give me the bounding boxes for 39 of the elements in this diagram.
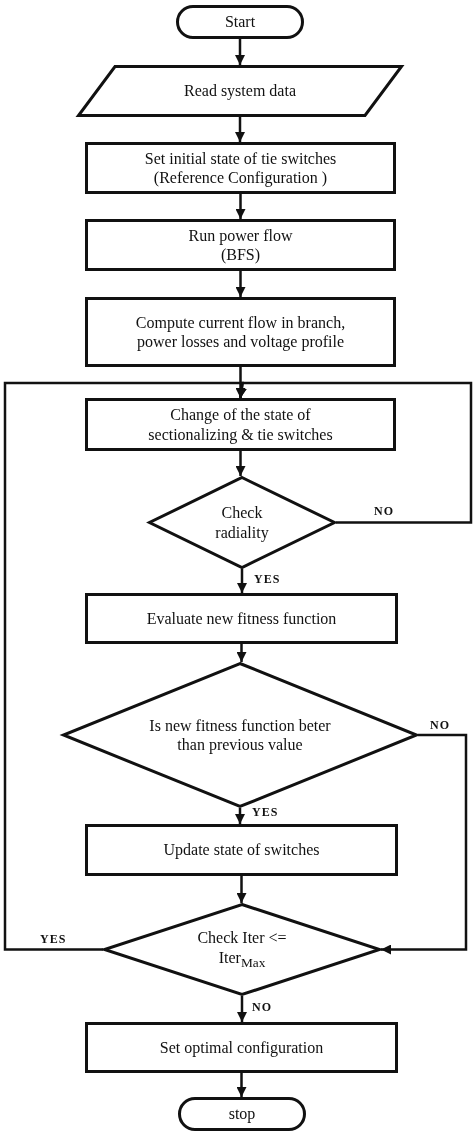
terminal-box [178, 1097, 306, 1131]
step-text: Update state of switches [162, 840, 321, 860]
step-text: Run power flow (BFS) [187, 225, 294, 265]
arrow [235, 117, 245, 142]
arrow [235, 271, 246, 297]
arrow [3, 381, 247, 951]
arrow [235, 39, 245, 65]
arrow [235, 451, 246, 476]
step-text: Start [223, 12, 257, 32]
process-box [85, 297, 396, 367]
process-box [85, 1022, 398, 1073]
decision-text: Check Iter <= Iter$_{Max}$ [196, 928, 288, 971]
process-box [85, 142, 396, 194]
arrow [235, 194, 246, 219]
arrow [237, 569, 247, 593]
process-box [85, 824, 398, 876]
decision-diamond [62, 662, 418, 808]
process-box [85, 398, 396, 451]
arrow [235, 808, 245, 824]
step-text: stop [227, 1104, 257, 1124]
input-parallelogram [77, 65, 403, 117]
step-text: Change of the state of sectionalizing & tie switches [147, 405, 334, 444]
terminal-box [176, 5, 304, 39]
arrow [381, 733, 468, 955]
step-text: Set initial state of tie switches (Reference Configuration ) [143, 148, 338, 188]
decision-diamond [148, 476, 336, 569]
process-box [85, 593, 398, 644]
step-text: Evaluate new fitness function [145, 608, 338, 629]
process-box [85, 219, 396, 271]
step-text: Compute current flow in branch, power losses and voltage profile [135, 312, 346, 352]
arrow [237, 996, 247, 1022]
decision-diamond [103, 903, 381, 996]
arrow [236, 644, 247, 662]
step-text: Read system data [183, 81, 297, 101]
decision-text: Is new fitness function beter than previous value [148, 715, 332, 755]
step-text: Set optimal configuration [158, 1037, 325, 1058]
arrow [236, 876, 247, 903]
decision-text: Check radiality [214, 503, 270, 542]
arrow [236, 1073, 247, 1097]
